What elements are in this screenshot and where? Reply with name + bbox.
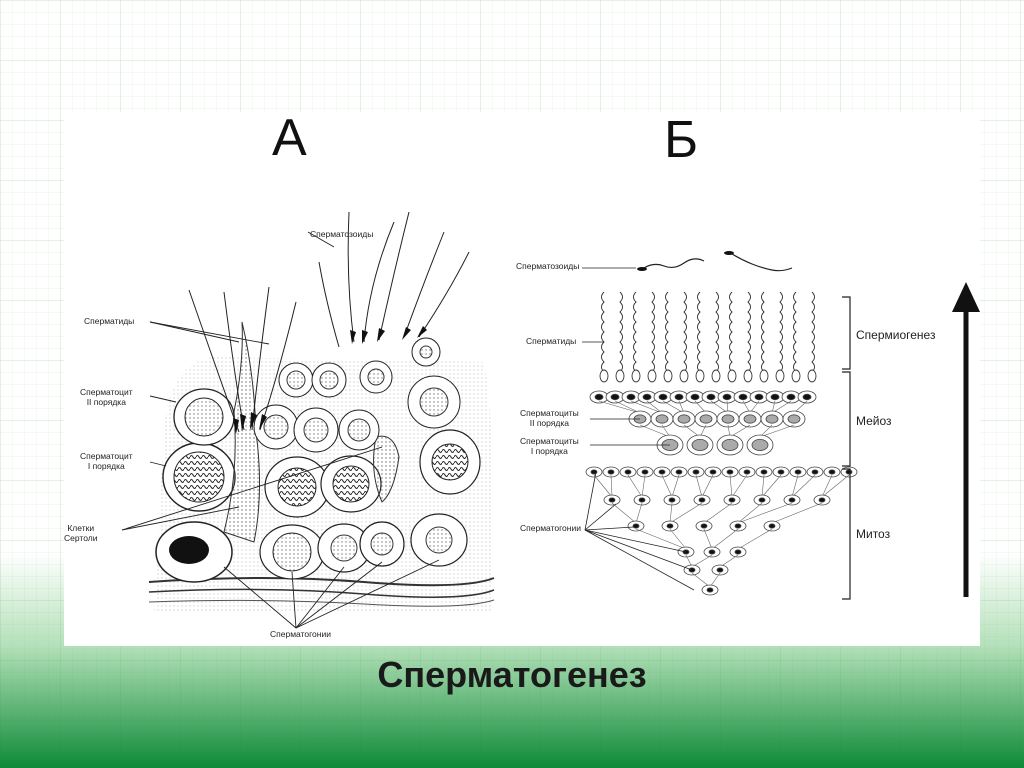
label-b-spermatocytes-2-line1: Сперматоциты — [520, 408, 579, 418]
seminiferous-tubule-section — [121, 211, 495, 629]
label-b-spermatozoa: Сперматозоиды — [516, 261, 580, 271]
label-a-spermatids: Сперматиды — [84, 316, 135, 326]
label-b-spermatocytes-1-line1: Сперматоциты — [520, 436, 579, 446]
label-a-sertoli-line1: Клетки — [67, 523, 95, 533]
stage-mitosis: Митоз — [856, 527, 891, 541]
diagram-art — [121, 211, 980, 629]
label-b-spermatocytes-1: Сперматоциты I порядка — [520, 436, 579, 457]
spermatogenesis-scheme — [582, 251, 980, 600]
label-a-spermatocyte-1-line2: I порядка — [87, 460, 125, 471]
panel-label-b: Б — [664, 111, 699, 169]
figure-panel: А Б Сперматозоиды Сперматиды Сперматоцит… — [64, 112, 980, 646]
label-a-spermatocyte-2-line2: II порядка — [86, 396, 126, 407]
label-b-spermatocytes-2: Сперматоциты II порядка — [520, 408, 579, 429]
slide-title: Сперматогенез — [377, 654, 647, 695]
label-a-spermatogonia: Сперматогонии — [270, 629, 331, 639]
label-a-spermatocyte-2: Сперматоцит II порядка — [80, 387, 133, 408]
label-a-spermatocyte-2-line1: Сперматоцит — [80, 387, 133, 397]
label-a-spermatozoa: Сперматозоиды — [310, 229, 374, 239]
stage-meiosis: Мейоз — [856, 414, 892, 428]
stage-spermiogenesis: Спермиогенез — [856, 328, 936, 342]
label-b-spermatocytes-2-line2: II порядка — [529, 417, 569, 428]
label-a-spermatocyte-1-line1: Сперматоцит — [80, 451, 133, 461]
direction-arrow — [952, 282, 980, 597]
panel-label-a: А — [272, 109, 307, 167]
label-b-spermatids: Сперматиды — [526, 336, 577, 346]
label-a-spermatocyte-1: Сперматоцит I порядка — [80, 451, 133, 472]
label-a-sertoli: Клетки Сертоли — [64, 523, 98, 544]
label-a-sertoli-line2: Сертоли — [64, 532, 98, 543]
label-b-spermatogonia: Сперматогонии — [520, 523, 581, 533]
label-b-spermatocytes-1-line2: I порядка — [530, 445, 568, 456]
